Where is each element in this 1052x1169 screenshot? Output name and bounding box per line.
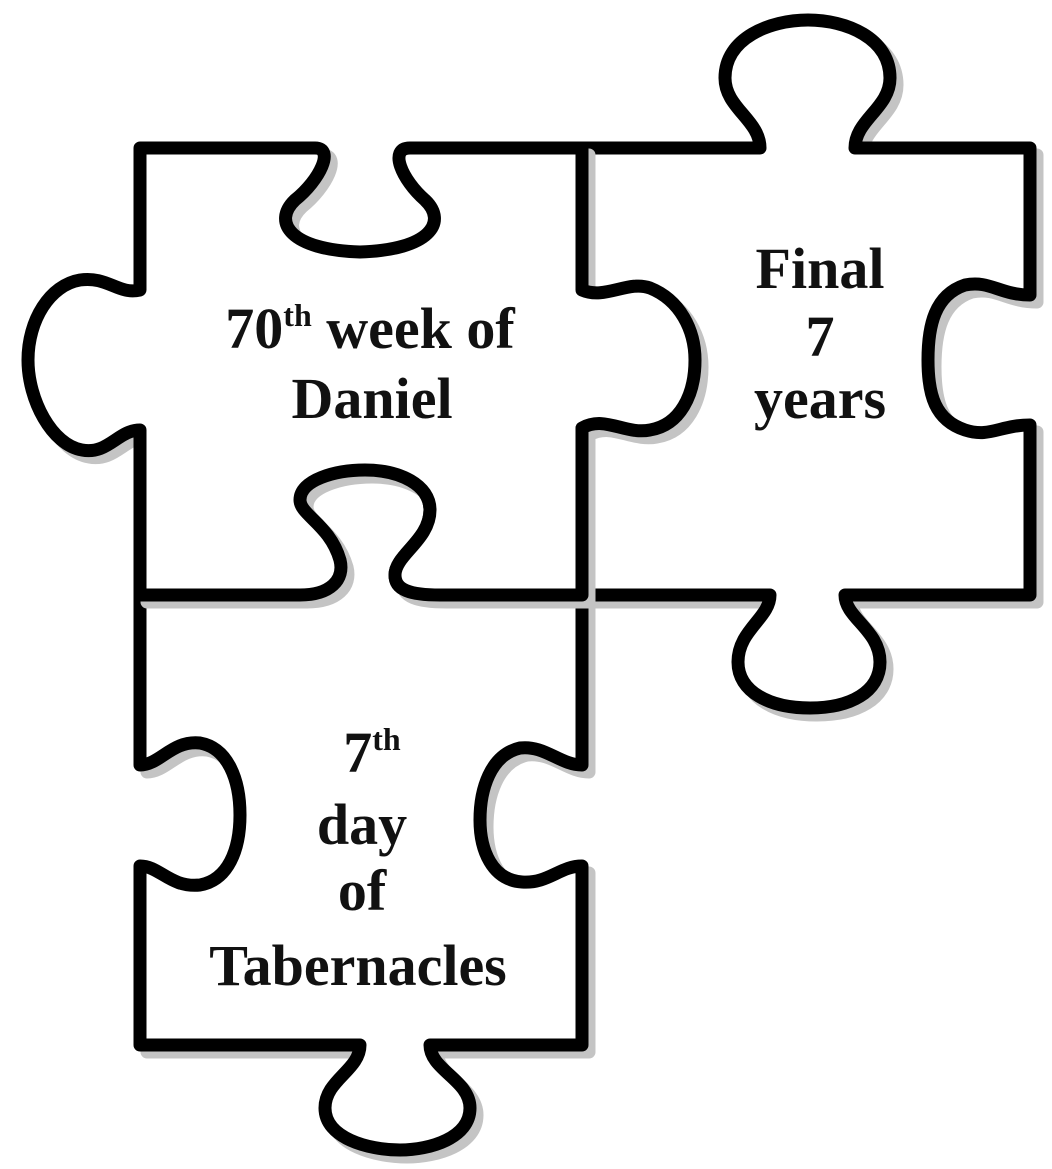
- bottom-line-1-sup: th: [372, 721, 401, 757]
- bottom-line-1: 7th: [343, 720, 401, 785]
- puzzle-piece-right: Final 7 years: [575, 13, 1044, 722]
- top-left-line-2: Daniel: [291, 366, 452, 431]
- bottom-line-1-number: 7: [343, 720, 372, 785]
- puzzle-piece-top-left: 70th week of Daniel: [21, 141, 709, 609]
- top-left-line-1: 70th week of: [225, 296, 515, 361]
- bottom-line-2: day: [317, 792, 407, 857]
- top-left-line-1-rest: week of: [312, 296, 516, 361]
- bottom-line-3: of: [338, 858, 387, 923]
- top-left-line-1-number: 70: [225, 296, 283, 361]
- right-line-3: years: [754, 366, 886, 431]
- right-line-1: Final: [756, 236, 885, 301]
- right-line-2: 7: [806, 304, 835, 369]
- top-left-line-1-sup: th: [283, 297, 312, 333]
- bottom-line-4: Tabernacles: [209, 933, 507, 998]
